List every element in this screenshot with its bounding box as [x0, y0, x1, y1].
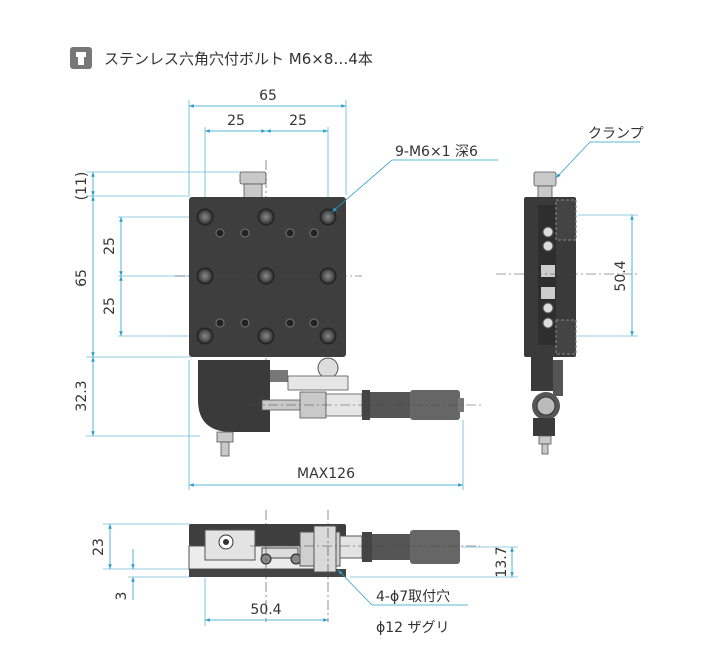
counterbore-callout: ϕ12 ザグリ [376, 620, 450, 636]
header-title: ステンレス六角穴付ボルト M6×8…4本 [104, 50, 373, 68]
height-label: 65 [74, 269, 90, 287]
front-base-label: 3 [114, 592, 130, 601]
front-height-label: 23 [91, 538, 107, 556]
front-view: 23 3 13.7 50.4 4-ϕ7取付穴 [91, 510, 518, 636]
offset-label: (11) [74, 172, 90, 201]
top-view: 65 25 25 (11) 65 25 25 32.3 [74, 88, 498, 490]
max-length-label: MAX126 [297, 466, 355, 482]
width-label: 65 [259, 88, 277, 104]
mounting-taps [196, 208, 337, 345]
right-height-label: 13.7 [494, 546, 510, 577]
tap-callout: 9-M6×1 深6 [395, 144, 478, 160]
v-pitch-bottom-label: 25 [102, 297, 118, 315]
base-offset-label: 32.3 [74, 380, 90, 411]
pitch-left-label: 25 [227, 113, 245, 129]
mount-hole-callout: 4-ϕ7取付穴 [376, 589, 450, 605]
travel-label: 50.4 [613, 260, 629, 291]
side-view: クランプ 50.4 [496, 126, 644, 455]
v-pitch-top-label: 25 [102, 237, 118, 255]
clamp-label: クランプ [588, 126, 644, 142]
header: ステンレス六角穴付ボルト M6×8…4本 [70, 47, 373, 69]
pitch-right-label: 25 [289, 113, 307, 129]
hole-pitch-label: 50.4 [250, 602, 281, 618]
